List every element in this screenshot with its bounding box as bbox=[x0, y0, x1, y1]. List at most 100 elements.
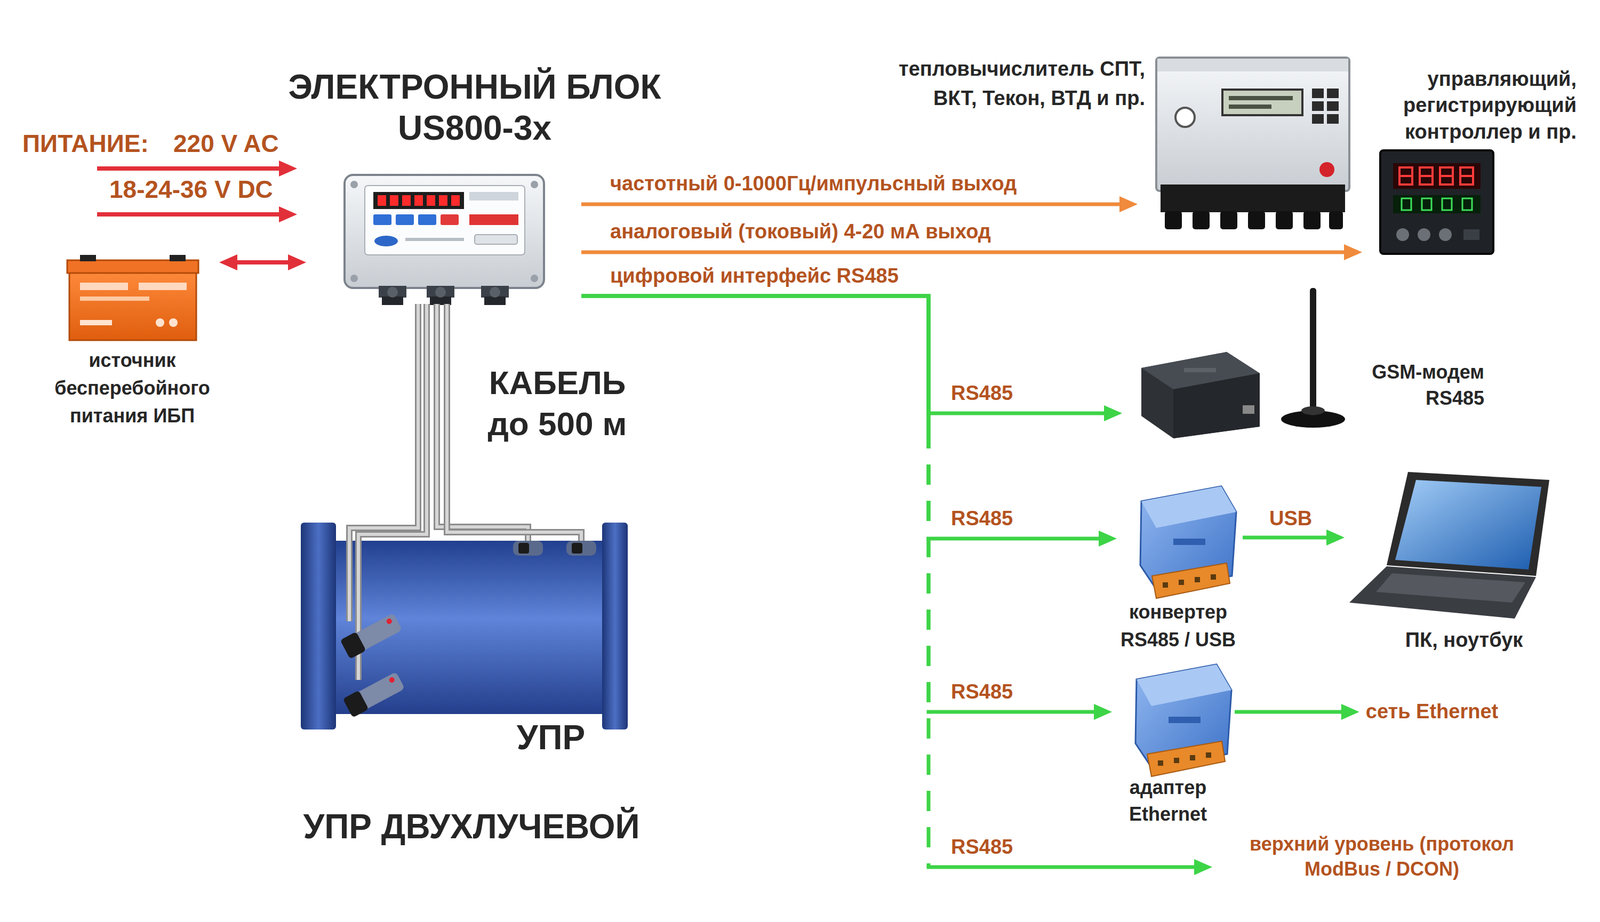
heat-calculator: тепловычислитель СПТ, ВКТ, Текон, ВТД и … bbox=[1153, 56, 1352, 235]
edge-label: RS485 bbox=[950, 506, 1013, 532]
electronic-unit-drawing bbox=[435, 286, 446, 298]
connector-line bbox=[581, 296, 929, 414]
electronic-unit-drawing bbox=[378, 285, 407, 298]
controller-drawing bbox=[1438, 228, 1452, 242]
pipe-drawing bbox=[358, 522, 427, 680]
electronic-unit-drawing bbox=[395, 214, 414, 226]
ethernet-adapter-drawing bbox=[1189, 755, 1196, 761]
controller-drawing bbox=[1440, 174, 1453, 178]
heat-calculator-drawing bbox=[1160, 184, 1346, 213]
controller-drawing bbox=[1463, 229, 1480, 240]
ethernet-adapter-drawing bbox=[1205, 752, 1212, 758]
electronic-unit-drawing bbox=[451, 195, 460, 206]
connector-line bbox=[423, 304, 430, 523]
electronic-unit-drawing bbox=[350, 274, 358, 283]
signal-arrow bbox=[581, 196, 1138, 213]
device-label: управляющий, регистрирующий контроллер и… bbox=[1352, 66, 1577, 146]
ups-battery-drawing bbox=[80, 282, 128, 291]
electronic-unit-drawing bbox=[440, 214, 459, 226]
electronic-unit-drawing bbox=[405, 237, 464, 242]
ethernet-adapter-drawing bbox=[1135, 664, 1232, 777]
controller-drawing bbox=[1462, 198, 1472, 211]
electronic-unit-drawing bbox=[344, 174, 544, 306]
transducer bbox=[340, 632, 367, 660]
device-label: конвертер RS485 / USB bbox=[1100, 598, 1256, 654]
edge-label: USB bbox=[1269, 506, 1312, 532]
converter-drawing bbox=[1210, 574, 1216, 580]
transducer bbox=[340, 612, 404, 660]
electronic-unit-drawing bbox=[426, 285, 455, 298]
connector-line bbox=[581, 296, 929, 429]
electronic-unit-drawing bbox=[389, 195, 399, 206]
controller-drawing bbox=[1421, 198, 1432, 211]
heat-calculator-drawing bbox=[1248, 211, 1266, 230]
heat-calculator-drawing bbox=[1303, 211, 1321, 230]
pipe-drawing bbox=[566, 540, 597, 556]
ethernet-adapter-drawing bbox=[1173, 757, 1180, 764]
converter-drawing bbox=[1194, 577, 1200, 583]
connector-line bbox=[425, 304, 429, 523]
ethernet-adapter-drawing bbox=[1168, 716, 1201, 724]
ups-battery-drawing bbox=[67, 254, 199, 341]
transducer bbox=[388, 676, 396, 684]
electronic-unit-drawing bbox=[474, 234, 518, 245]
electronic-unit-drawing bbox=[373, 192, 464, 210]
controller-drawing bbox=[1440, 167, 1453, 185]
ups-battery-drawing bbox=[155, 318, 165, 327]
heat-calculator-drawing bbox=[1220, 211, 1238, 230]
power-arrow bbox=[97, 212, 280, 217]
heat-calculator-drawing bbox=[1326, 101, 1339, 111]
controller-drawing bbox=[1396, 228, 1410, 242]
electronic-unit-drawing bbox=[418, 214, 437, 226]
ups-battery-drawing bbox=[138, 282, 187, 291]
power-link bbox=[219, 254, 307, 271]
electronic-unit-drawing bbox=[364, 185, 525, 255]
heat-calculator-drawing bbox=[1319, 162, 1335, 178]
controller-drawing bbox=[1419, 167, 1433, 185]
rs485-line bbox=[581, 296, 1213, 876]
power-label: 220 V AC bbox=[173, 129, 279, 159]
arrow-head bbox=[1093, 704, 1112, 720]
arrow-head bbox=[1098, 530, 1117, 547]
connector-line bbox=[435, 304, 439, 523]
connector-line bbox=[433, 304, 440, 523]
connector-line bbox=[926, 710, 1096, 715]
electronic-unit-drawing bbox=[414, 195, 423, 206]
gsm-modem-drawing bbox=[1173, 373, 1260, 439]
connector-line bbox=[236, 260, 290, 265]
connector-line bbox=[581, 296, 929, 429]
connector-line bbox=[445, 304, 449, 523]
connector-line bbox=[443, 304, 451, 523]
power-arrow bbox=[278, 160, 298, 177]
laptop-drawing bbox=[1395, 480, 1542, 570]
ups-battery-drawing bbox=[80, 296, 150, 301]
laptop-drawing bbox=[1349, 566, 1536, 619]
gsm-modem-drawing bbox=[1141, 352, 1260, 439]
gsm-modem-drawing bbox=[1309, 288, 1317, 416]
sensor-cable bbox=[418, 304, 447, 523]
rs485-line bbox=[581, 296, 1112, 720]
controller-drawing bbox=[1380, 150, 1494, 254]
heat-calculator-drawing bbox=[1326, 114, 1339, 124]
endpoint-label: сеть Ethernet bbox=[1365, 699, 1499, 725]
electronic-unit-drawing bbox=[429, 296, 452, 306]
ethernet-adapter-drawing bbox=[1147, 741, 1226, 777]
electronic-unit-drawing bbox=[484, 296, 506, 306]
heat-calculator-drawing bbox=[1164, 211, 1182, 230]
electronic-unit-drawing bbox=[387, 286, 398, 298]
connector-line bbox=[926, 411, 1106, 416]
edge-label: RS485 bbox=[950, 680, 1013, 705]
pipe-drawing bbox=[446, 522, 582, 542]
arrow-head bbox=[1326, 529, 1345, 546]
controller-drawing bbox=[1419, 174, 1433, 178]
power-label: ПИТАНИЕ: bbox=[22, 129, 149, 159]
pipe-drawing bbox=[513, 540, 543, 556]
transducer bbox=[342, 670, 406, 718]
power-label: 18-24-36 V DC bbox=[109, 174, 274, 205]
converter-drawing bbox=[1162, 582, 1168, 588]
diagram-caption: УПР ДВУХЛУЧЕВОЙ bbox=[303, 806, 640, 848]
heat-calculator-drawing bbox=[1228, 104, 1272, 109]
device-label: тепловычислитель СПТ, ВКТ, Текон, ВТД и … bbox=[867, 54, 1146, 114]
pipe-drawing bbox=[300, 522, 628, 730]
